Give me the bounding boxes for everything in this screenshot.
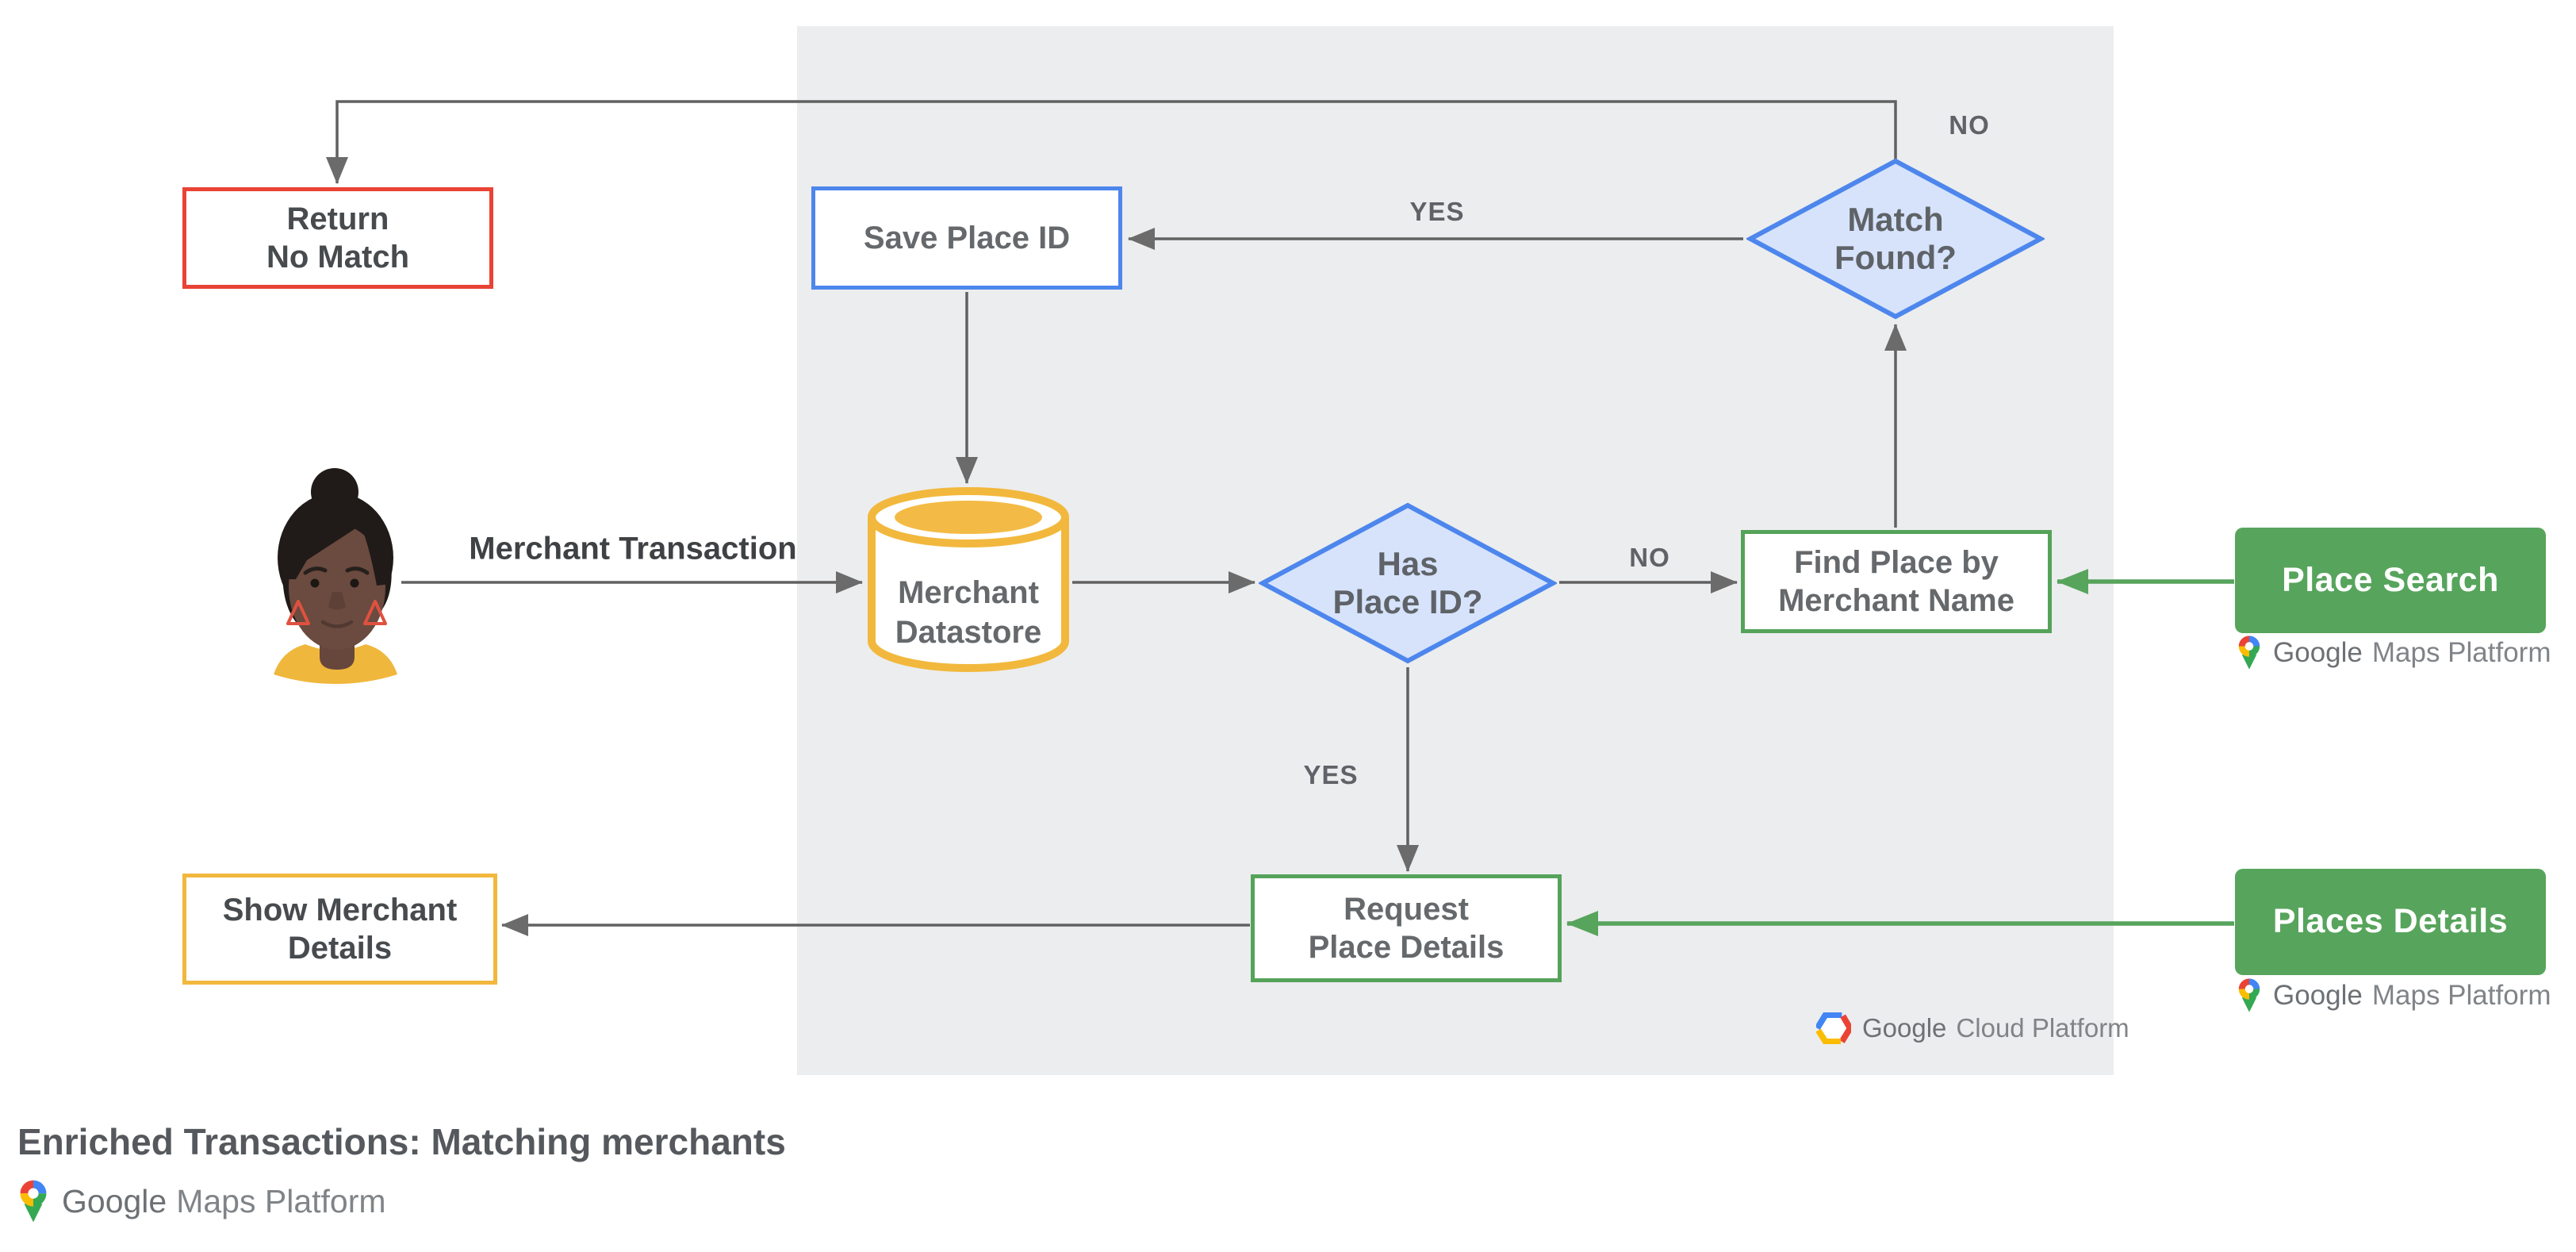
gcp-word-google: Google bbox=[1862, 1013, 1947, 1043]
gmp-word-maps-platform: Maps Platform bbox=[2371, 636, 2551, 668]
gmp-word-google: Google bbox=[2273, 979, 2363, 1011]
edge-label-no-top: NO bbox=[1949, 110, 1990, 140]
node-find-place-label: Find Place by Merchant Name bbox=[1778, 545, 2014, 618]
diagram-title: Enriched Transactions: Matching merchant… bbox=[17, 1121, 786, 1162]
node-request-place-details-label: Request Place Details bbox=[1308, 892, 1505, 965]
node-save-place-id: Save Place ID bbox=[811, 186, 1122, 290]
gmp-word-maps-platform: Maps Platform bbox=[176, 1182, 386, 1219]
node-merchant-datastore: Merchant Datastore bbox=[866, 486, 1071, 678]
diamond-shape bbox=[1746, 158, 2045, 320]
node-show-merchant-details: Show Merchant Details bbox=[182, 874, 497, 985]
google-cloud-hexagon-icon bbox=[1816, 1012, 1851, 1044]
node-show-merchant-details-label: Show Merchant Details bbox=[222, 893, 458, 966]
node-return-no-match: Return No Match bbox=[182, 187, 493, 289]
node-merchant-datastore-label: Merchant Datastore bbox=[895, 574, 1042, 650]
node-return-no-match-label: Return No Match bbox=[266, 202, 409, 275]
node-place-search-label: Place Search bbox=[2282, 560, 2499, 599]
edge-label-merchant-transaction: Merchant Transaction bbox=[469, 531, 797, 566]
node-match-found-label: Match Found? bbox=[1834, 200, 1957, 276]
node-place-search-api: Place Search bbox=[2235, 528, 2546, 633]
gmp-word-maps-platform: Maps Platform bbox=[2371, 979, 2551, 1011]
node-places-details-api: Places Details bbox=[2235, 869, 2546, 975]
gcp-lockup: Google Cloud Platform bbox=[1816, 1012, 2129, 1044]
node-places-details-label: Places Details bbox=[2272, 902, 2509, 941]
node-match-found-decision: Match Found? bbox=[1746, 157, 2045, 321]
avatar bbox=[272, 467, 399, 689]
gmp-word-google: Google bbox=[62, 1182, 167, 1219]
google-maps-pin-icon bbox=[20, 1180, 47, 1223]
gmp-lockup-place-search: Google Maps Platform bbox=[2237, 635, 2551, 670]
gmp-word-google: Google bbox=[2273, 636, 2363, 668]
google-maps-pin-icon bbox=[2238, 978, 2260, 1012]
node-has-place-id-label: Has Place ID? bbox=[1332, 544, 1483, 620]
database-cylinder-icon bbox=[868, 487, 1069, 672]
diamond-shape bbox=[1259, 502, 1557, 664]
edge-label-yes-mid: YES bbox=[1303, 760, 1359, 789]
google-maps-pin-icon bbox=[2238, 636, 2260, 670]
node-has-place-id-decision: Has Place ID? bbox=[1259, 501, 1557, 665]
node-save-place-id-label: Save Place ID bbox=[863, 221, 1071, 255]
edge-label-no-mid: NO bbox=[1629, 543, 1670, 572]
edge-label-yes-top: YES bbox=[1409, 197, 1465, 226]
gcp-word-cloud-platform: Cloud Platform bbox=[1956, 1013, 2129, 1043]
node-request-place-details: Request Place Details bbox=[1251, 874, 1562, 982]
user-avatar-icon bbox=[274, 468, 397, 684]
gmp-lockup-footer: Google Maps Platform bbox=[17, 1179, 386, 1223]
gmp-lockup-places-details: Google Maps Platform bbox=[2237, 977, 2551, 1013]
node-find-place-by-merchant-name: Find Place by Merchant Name bbox=[1741, 530, 2052, 633]
